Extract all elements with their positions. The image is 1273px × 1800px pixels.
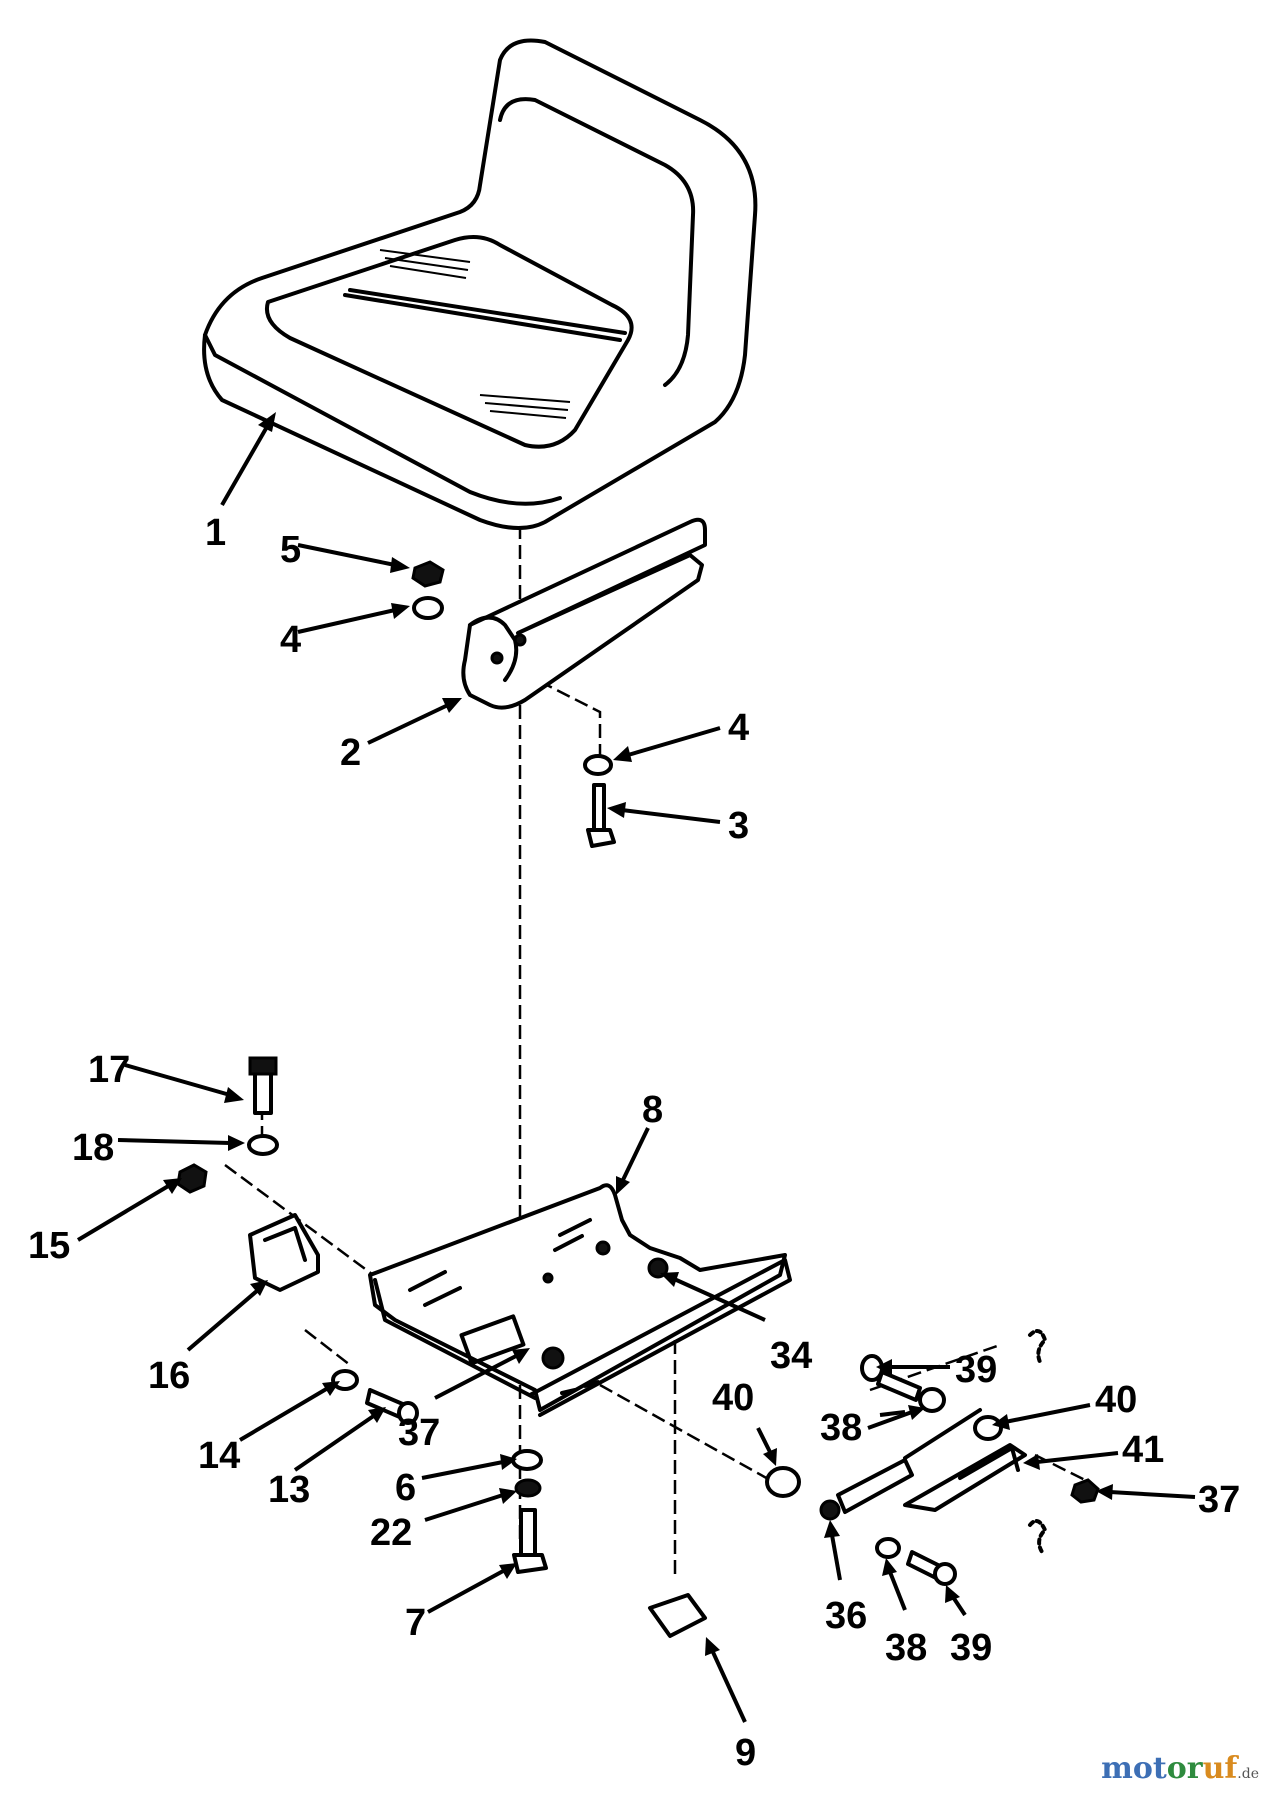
- watermark-part-2: or: [1166, 1751, 1203, 1786]
- hardware-upper: [411, 560, 616, 848]
- callout-9: 9: [735, 1732, 756, 1774]
- seat-texture: [379, 249, 571, 419]
- callout-4-lower: 4: [728, 707, 749, 749]
- callout-39-upper: 39: [955, 1349, 997, 1391]
- callout-5: 5: [280, 529, 301, 571]
- callout-13: 13: [268, 1469, 310, 1511]
- lower-hardware: [331, 1369, 548, 1574]
- callout-3: 3: [728, 805, 749, 847]
- callout-38-lower: 38: [885, 1627, 927, 1669]
- callout-39-lower: 39: [950, 1627, 992, 1669]
- callout-8: 8: [642, 1089, 663, 1131]
- callout-14: 14: [198, 1435, 240, 1477]
- callout-40-left: 40: [712, 1377, 754, 1419]
- assembly-lines: [224, 525, 1086, 1580]
- callout-37-left: 37: [398, 1412, 440, 1454]
- callout-36: 36: [825, 1595, 867, 1637]
- callout-34: 34: [770, 1335, 812, 1377]
- watermark-suffix: .de: [1237, 1766, 1259, 1782]
- bumper-part: [648, 1593, 707, 1638]
- watermark-logo: motoruf.de: [1101, 1751, 1259, 1786]
- callout-4-upper: 4: [280, 619, 301, 661]
- watermark-part-1: mot: [1101, 1751, 1167, 1786]
- callouts: 1 2 3 4 4 5 6 7 8 9 13 14 15 16 17 18 22…: [28, 512, 1240, 1774]
- callout-37-right: 37: [1198, 1479, 1240, 1521]
- callout-1: 1: [205, 512, 226, 554]
- leader-lines: [76, 412, 1196, 1723]
- callout-2: 2: [340, 732, 361, 774]
- callout-40-right: 40: [1095, 1379, 1137, 1421]
- callout-22: 22: [370, 1512, 412, 1554]
- callout-38-upper: 38: [820, 1407, 862, 1449]
- watermark-part-3: uf: [1202, 1751, 1238, 1786]
- callout-18: 18: [72, 1127, 114, 1169]
- callout-15: 15: [28, 1225, 70, 1267]
- callout-17: 17: [88, 1049, 130, 1091]
- seat-bracket-part: [461, 517, 707, 710]
- spring-assembly: [765, 1329, 1100, 1586]
- seat-part: [202, 38, 758, 531]
- callout-6: 6: [395, 1467, 416, 1509]
- hinge-hardware: [176, 1056, 320, 1292]
- callout-7: 7: [405, 1602, 426, 1644]
- callout-41: 41: [1122, 1429, 1164, 1471]
- callout-16: 16: [148, 1355, 190, 1397]
